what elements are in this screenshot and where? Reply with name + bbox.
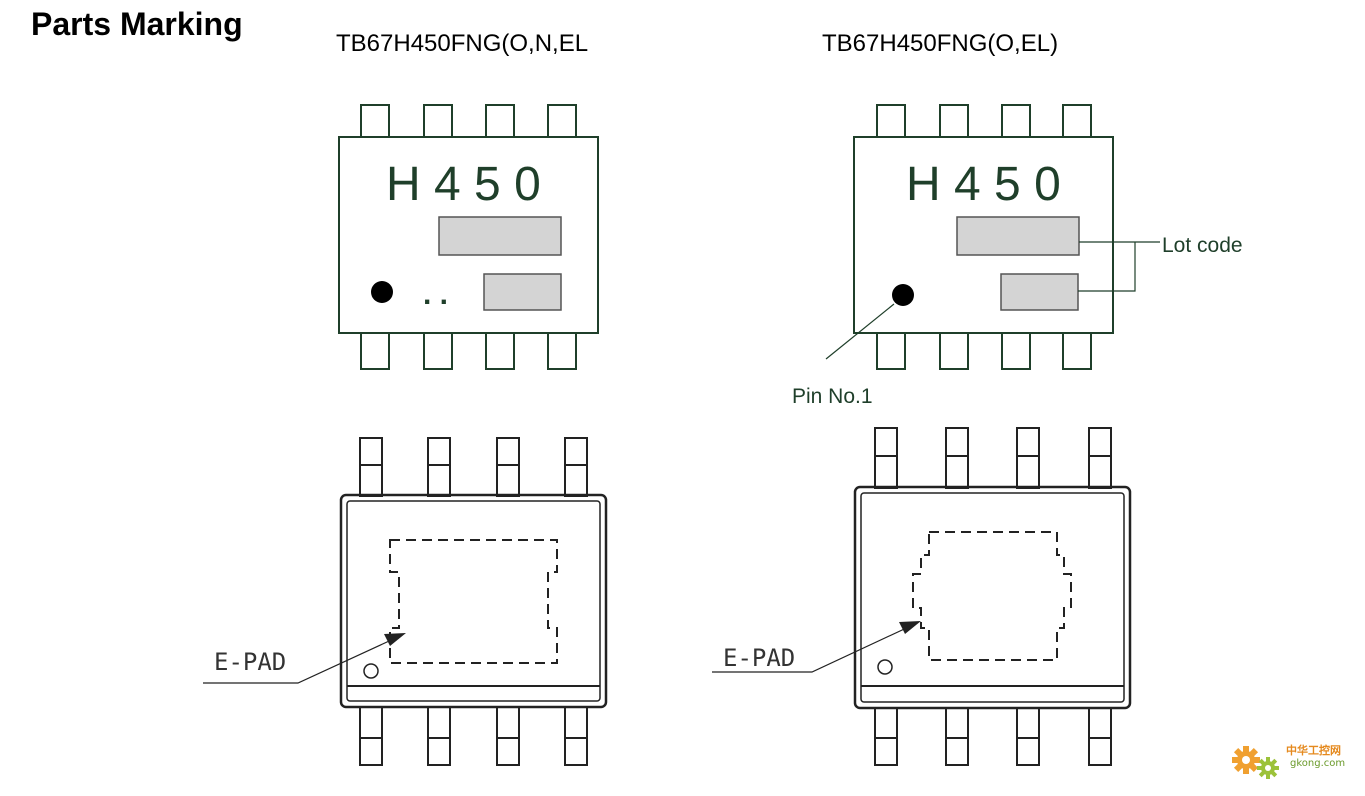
lot-code-label: Lot code	[1162, 234, 1243, 257]
marking-text-right: H 4 5 0	[906, 158, 1061, 211]
pin-top	[945, 427, 969, 489]
pin-top	[1062, 104, 1092, 138]
bottom-view-left	[339, 437, 608, 766]
pin-top	[496, 437, 520, 497]
pin1-leader	[825, 303, 895, 360]
top-view-left	[338, 104, 599, 370]
pin-bottom	[485, 332, 515, 370]
pin-bottom	[1062, 332, 1092, 370]
pin-bottom	[1016, 707, 1040, 766]
pin-bottom	[874, 707, 898, 766]
pin-bottom	[359, 706, 383, 766]
pin-bottom	[427, 706, 451, 766]
lot-code-leader	[1078, 241, 1160, 292]
arrow-icon	[384, 633, 406, 646]
watermark-url: gkong.com	[1290, 758, 1346, 769]
pin-bottom	[564, 706, 588, 766]
lot-code-box	[956, 216, 1080, 256]
marking-text-left: H 4 5 0	[386, 158, 541, 211]
epad-outline-left	[389, 539, 558, 664]
bottom-view-right	[853, 427, 1132, 766]
pin-bottom	[1088, 707, 1112, 766]
pin-top	[874, 427, 898, 489]
pin-top	[427, 437, 451, 497]
gear-icon	[1232, 746, 1279, 779]
epad-leader-right	[712, 623, 916, 673]
pin-top	[359, 437, 383, 497]
epad-outline-right	[912, 531, 1072, 661]
pin-bottom	[1001, 332, 1031, 370]
package-body-top-right	[853, 136, 1114, 334]
pin-top	[423, 104, 453, 138]
epad-leader-left	[203, 635, 401, 684]
pin-top	[876, 104, 906, 138]
package-body-bottom-left	[339, 493, 608, 709]
package-label-left: TB67H450FNG(O,N,EL	[336, 30, 589, 57]
pin1-circle-right	[877, 659, 893, 675]
pin-top	[1088, 427, 1112, 489]
pin1-dot-left	[371, 281, 393, 303]
package-body-top-left	[338, 136, 599, 334]
lot-code-box	[1000, 273, 1079, 311]
page-title: Parts Marking	[31, 6, 243, 42]
pin-bottom	[496, 706, 520, 766]
pin-top	[360, 104, 390, 138]
pin-top	[1001, 104, 1031, 138]
package-body-bottom-right	[853, 485, 1132, 710]
marking-dots-left: . .	[423, 278, 448, 311]
pin-bottom	[939, 332, 969, 370]
pin1-label: Pin No.1	[792, 385, 873, 408]
lot-code-box	[483, 273, 562, 311]
pin-top	[1016, 427, 1040, 489]
pin1-circle-left	[363, 663, 379, 679]
pin-bottom	[876, 332, 906, 370]
pin-bottom	[423, 332, 453, 370]
pin-top	[485, 104, 515, 138]
watermark-text: 中华工控网	[1286, 744, 1341, 757]
epad-label-left: E-PAD	[214, 648, 286, 676]
pin-bottom	[945, 707, 969, 766]
pin-bottom	[360, 332, 390, 370]
top-view-right	[853, 104, 1114, 370]
arrow-icon	[899, 621, 921, 634]
lot-code-box	[438, 216, 562, 256]
package-label-right: TB67H450FNG(O,EL)	[822, 30, 1059, 57]
pin1-dot-right	[892, 284, 914, 306]
pin-top	[547, 104, 577, 138]
epad-label-right: E-PAD	[723, 644, 795, 672]
pin-top	[939, 104, 969, 138]
pin-top	[564, 437, 588, 497]
watermark: 中华工控网 gkong.com	[1228, 736, 1358, 786]
pin-bottom	[547, 332, 577, 370]
